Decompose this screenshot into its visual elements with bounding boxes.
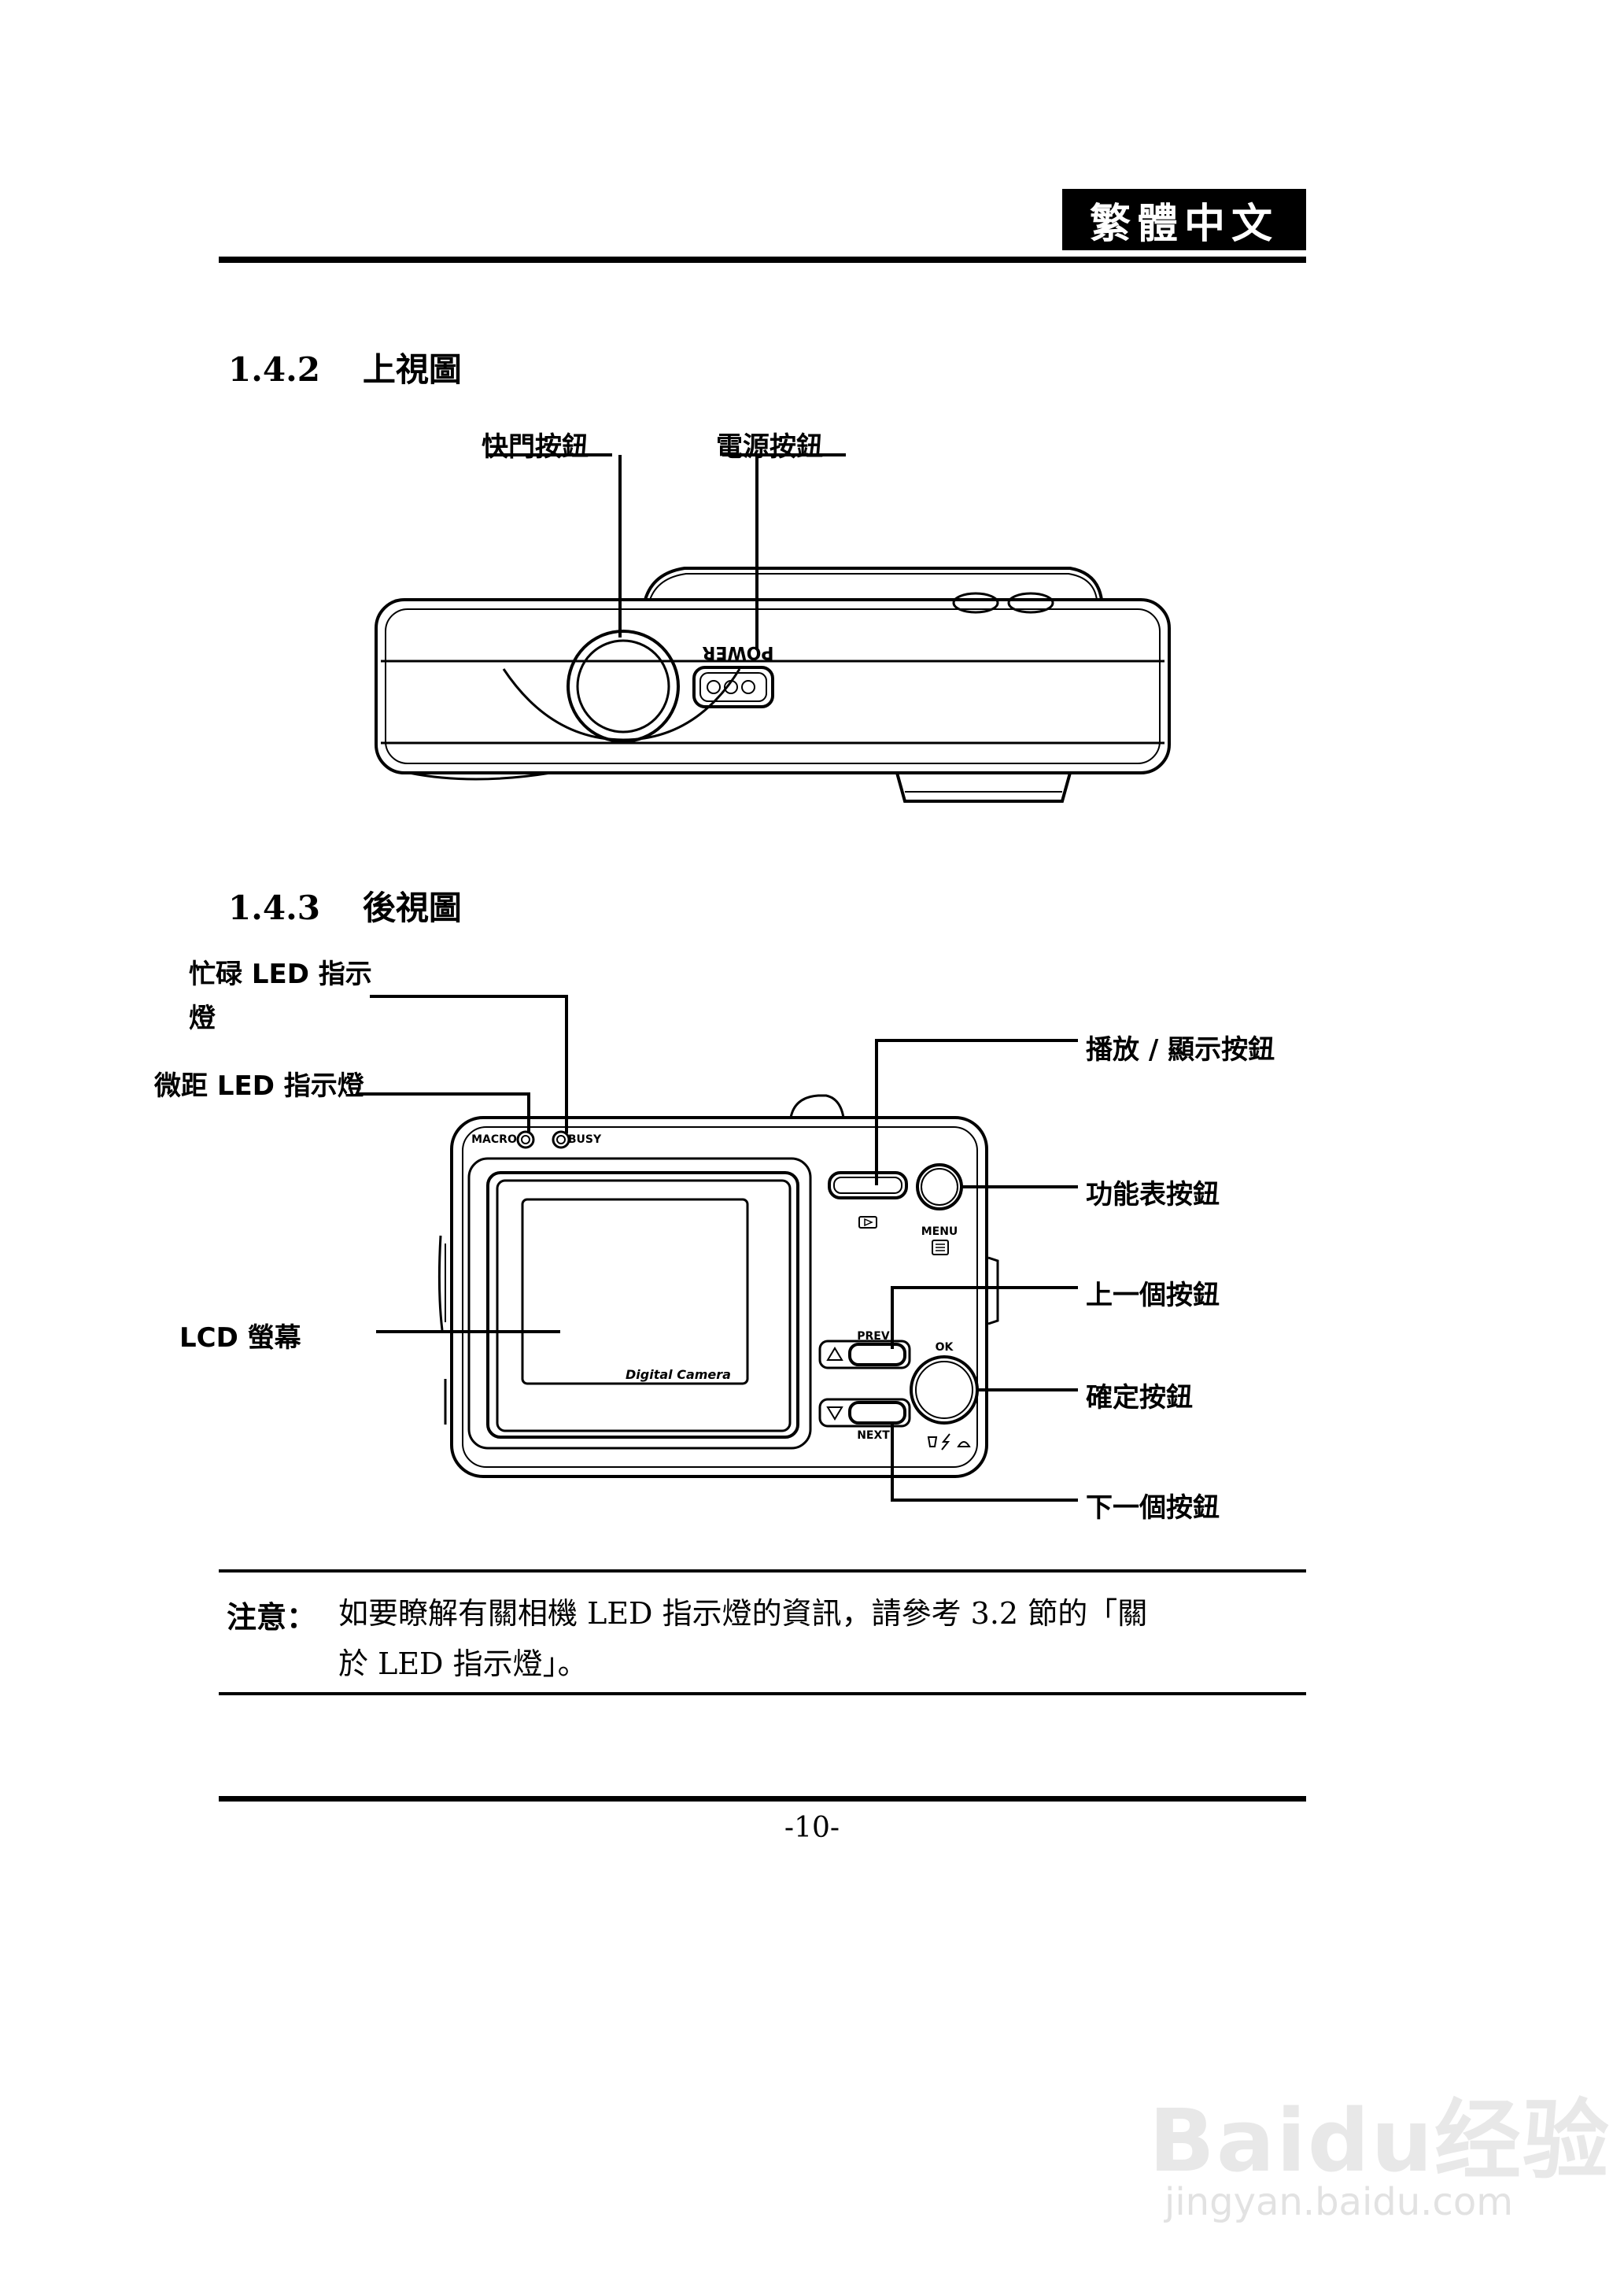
next-text: NEXT [857,1429,890,1442]
section-heading-top-view: 1.4.2 上視圖 [228,343,462,391]
note-label: 注意： [227,1600,317,1635]
macro-text: MACRO [471,1133,517,1146]
note-bottom-rule [219,1692,1306,1695]
baidu-watermark-logo: Baidu经验 [1149,2090,1611,2191]
digital-camera-text: Digital Camera [626,1367,731,1382]
camera-back-view: MACRO BUSY MENU PREV NEXT OK Digital Cam… [437,1094,999,1478]
busy-text: BUSY [568,1133,602,1146]
section-title: 上視圖 [362,350,462,389]
prev-button-label: 上一個按鈕 [1086,1280,1220,1311]
prev-text: PREV [857,1330,890,1343]
top-view-leader-lines [488,453,846,650]
language-tab: 繁體中文 [1062,189,1306,250]
ok-text: OK [936,1341,954,1354]
next-button-label: 下一個按鈕 [1086,1492,1220,1524]
page-number: -10- [784,1812,840,1844]
section-title: 後視圖 [362,889,462,927]
section-heading-back-view: 1.4.3 後視圖 [228,881,462,929]
shutter-button-label: 快門按鈕 [482,431,589,463]
footer-rule [219,1796,1306,1802]
power-text: POWER [702,642,773,662]
section-number: 1.4.3 [228,889,320,927]
note-top-rule [219,1569,1306,1572]
back-view-leader-lines [357,995,1078,1502]
note-line-2: 於 LED 指示燈」。 [338,1646,588,1681]
note-line-1: 如要瞭解有關相機 LED 指示燈的資訊，請參考 3.2 節的「關 [338,1596,1148,1631]
header-rule [219,257,1306,263]
play-display-button-label: 播放 / 顯示按鈕 [1086,1034,1275,1066]
busy-led-label: 忙碌 LED 指示燈 [189,959,372,1034]
section-number: 1.4.2 [228,350,320,389]
menu-button-label: 功能表按鈕 [1086,1179,1220,1210]
ok-button-label: 確定按鈕 [1086,1382,1193,1414]
macro-led-label: 微距 LED 指示燈 [154,1070,364,1102]
power-button-label: 電源按鈕 [716,431,823,463]
menu-text: MENU [921,1225,958,1238]
baidu-watermark-url: jingyan.baidu.com [1164,2180,1513,2224]
camera-top-view: POWER [375,567,1171,803]
lcd-screen-label: LCD 螢幕 [179,1322,301,1354]
